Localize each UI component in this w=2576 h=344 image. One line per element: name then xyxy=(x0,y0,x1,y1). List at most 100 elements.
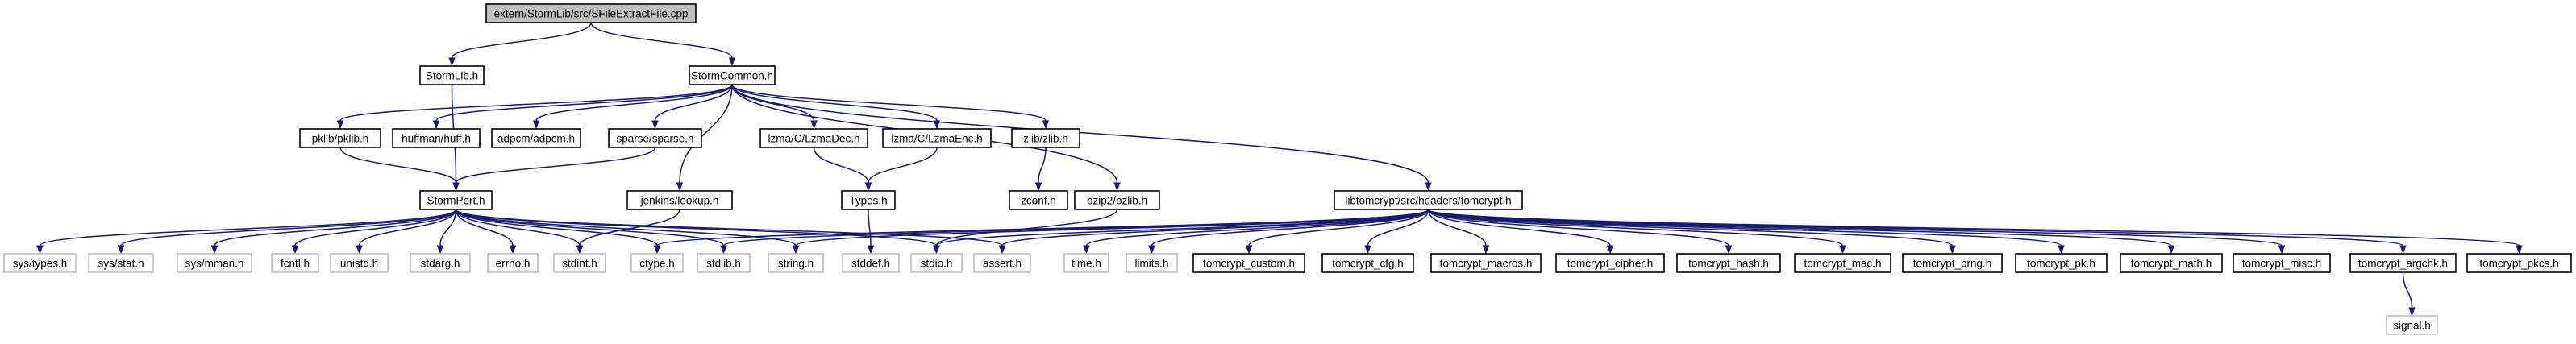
node-label: bzip2/bzlib.h xyxy=(1087,195,1147,207)
node-tc_macros[interactable]: tomcrypt_macros.h xyxy=(1430,253,1542,273)
edge-line xyxy=(868,147,938,184)
edge-tc_argchk-to-signal xyxy=(2402,271,2416,317)
edge-line xyxy=(120,209,457,247)
node-label: extern/StormLib/src/SFileExtractFile.cpp xyxy=(494,8,689,20)
node-label: huffman/huff.h xyxy=(402,133,471,145)
edge-stormport-to-unistd xyxy=(356,209,457,255)
node-box xyxy=(485,3,697,23)
node-tc_math[interactable]: tomcrypt_math.h xyxy=(2120,253,2223,273)
node-label: StormCommon.h xyxy=(691,70,773,82)
edge-stormport-to-stdint xyxy=(455,209,584,255)
edge-line xyxy=(294,209,457,247)
node-label: stdlib.h xyxy=(706,258,741,270)
node-label: Types.h xyxy=(849,195,887,207)
edge-stormport-to-systypes xyxy=(36,209,457,255)
node-types[interactable]: Types.h xyxy=(841,190,896,210)
node-stormlib[interactable]: StormLib.h xyxy=(419,65,485,85)
edge-arrowhead xyxy=(1083,245,1090,255)
edge-arrowhead xyxy=(117,245,125,255)
edge-tomcrypt-to-tc_pkcs xyxy=(1427,209,2523,255)
node-box xyxy=(88,253,154,273)
edge-arrowhead xyxy=(676,182,684,192)
edge-arrowhead xyxy=(356,245,363,255)
node-stormport[interactable]: StormPort.h xyxy=(419,190,493,210)
node-box xyxy=(177,253,252,273)
edge-line xyxy=(1427,209,1487,247)
node-box xyxy=(3,253,77,273)
node-stddef: stddef.h xyxy=(842,253,900,273)
node-label: libtomcrypt/src/headers/tomcrypt.h xyxy=(1345,195,1511,207)
edge-line xyxy=(1427,209,1729,247)
node-stormcommon[interactable]: StormCommon.h xyxy=(689,65,776,85)
node-lookup[interactable]: jenkins/lookup.h xyxy=(626,190,733,210)
node-lzmadec[interactable]: lzma/C/LzmaDec.h xyxy=(759,128,868,148)
node-huff[interactable]: huffman/huff.h xyxy=(392,128,481,148)
node-tc_pkcs[interactable]: tomcrypt_pkcs.h xyxy=(2466,253,2572,273)
node-box xyxy=(759,128,868,148)
edge-arrowhead xyxy=(792,245,800,255)
edge-line xyxy=(1427,209,1954,247)
node-box xyxy=(842,253,900,273)
node-tc_pk[interactable]: tomcrypt_pk.h xyxy=(2015,253,2108,273)
edge-line xyxy=(1427,209,1611,247)
node-tc_cfg[interactable]: tomcrypt_cfg.h xyxy=(1321,253,1414,273)
edge-arrowhead xyxy=(1148,245,1155,255)
node-errno: errno.h xyxy=(487,253,539,273)
edge-stormcommon-to-huff xyxy=(432,84,733,130)
node-label: tomcrypt_mac.h xyxy=(1804,258,1881,270)
node-tc_mac[interactable]: tomcrypt_mac.h xyxy=(1794,253,1891,273)
edge-line xyxy=(679,84,733,184)
edge-arrowhead xyxy=(2058,245,2065,255)
node-label: time.h xyxy=(1072,258,1101,270)
edge-arrowhead xyxy=(728,57,736,67)
edge-tomcrypt-to-tc_pk xyxy=(1427,209,2065,255)
node-sysmman: sys/mman.h xyxy=(177,253,252,273)
edge-tomcrypt-to-stdlib xyxy=(720,209,1429,255)
node-tomcrypt[interactable]: libtomcrypt/src/headers/tomcrypt.h xyxy=(1334,190,1523,210)
node-lzmaenc[interactable]: lzma/C/LzmaEnc.h xyxy=(882,128,992,148)
node-box xyxy=(1430,253,1542,273)
node-label: sys/types.h xyxy=(13,258,68,270)
node-label: errno.h xyxy=(496,258,531,270)
edge-line xyxy=(731,84,938,122)
node-box xyxy=(419,190,493,210)
node-bzlib[interactable]: bzip2/bzlib.h xyxy=(1074,190,1160,210)
node-root[interactable]: extern/StormLib/src/SFileExtractFile.cpp xyxy=(485,3,697,23)
node-label: string.h xyxy=(778,258,814,270)
edge-arrowhead xyxy=(720,245,727,255)
edge-tomcrypt-to-tc_hash xyxy=(1427,209,1733,255)
edge-stormport-to-errno xyxy=(455,209,517,255)
node-box xyxy=(768,253,824,273)
node-zlib[interactable]: zlib/zlib.h xyxy=(1011,128,1080,148)
node-label: StormPort.h xyxy=(427,195,485,207)
node-tc_misc[interactable]: tomcrypt_misc.h xyxy=(2233,253,2331,273)
edge-line xyxy=(455,209,581,247)
edge-arrowhead xyxy=(864,182,872,192)
edge-types-to-stddef xyxy=(867,209,875,255)
node-tc_custom[interactable]: tomcrypt_custom.h xyxy=(1192,253,1305,273)
edge-stormcommon-to-lookup xyxy=(676,84,733,192)
edge-tomcrypt-to-tc_prng xyxy=(1427,209,1956,255)
node-sysstat: sys/stat.h xyxy=(88,253,154,273)
node-tc_argchk[interactable]: tomcrypt_argchk.h xyxy=(2349,253,2457,273)
edge-arrowhead xyxy=(1839,245,1846,255)
node-label: sys/stat.h xyxy=(98,258,144,270)
node-tc_prng[interactable]: tomcrypt_prng.h xyxy=(1902,253,2003,273)
node-tc_cipher[interactable]: tomcrypt_cipher.h xyxy=(1555,253,1665,273)
node-box xyxy=(553,253,606,273)
edge-arrowhead xyxy=(2399,245,2407,255)
node-label: lzma/C/LzmaDec.h xyxy=(768,133,859,145)
edge-line xyxy=(455,209,797,247)
node-pklib[interactable]: pklib/pklib.h xyxy=(299,128,381,148)
node-tc_hash[interactable]: tomcrypt_hash.h xyxy=(1676,253,1781,273)
node-box xyxy=(626,190,733,210)
edge-stormport-to-sysstat xyxy=(117,209,457,255)
node-box xyxy=(1009,190,1068,210)
node-box xyxy=(487,253,539,273)
node-zconf[interactable]: zconf.h xyxy=(1009,190,1068,210)
node-signal: signal.h xyxy=(2386,315,2438,335)
node-adpcm[interactable]: adpcm/adpcm.h xyxy=(491,128,581,148)
node-sparse[interactable]: sparse/sparse.h xyxy=(608,128,702,148)
node-label: StormLib.h xyxy=(426,70,478,82)
node-box xyxy=(608,128,702,148)
